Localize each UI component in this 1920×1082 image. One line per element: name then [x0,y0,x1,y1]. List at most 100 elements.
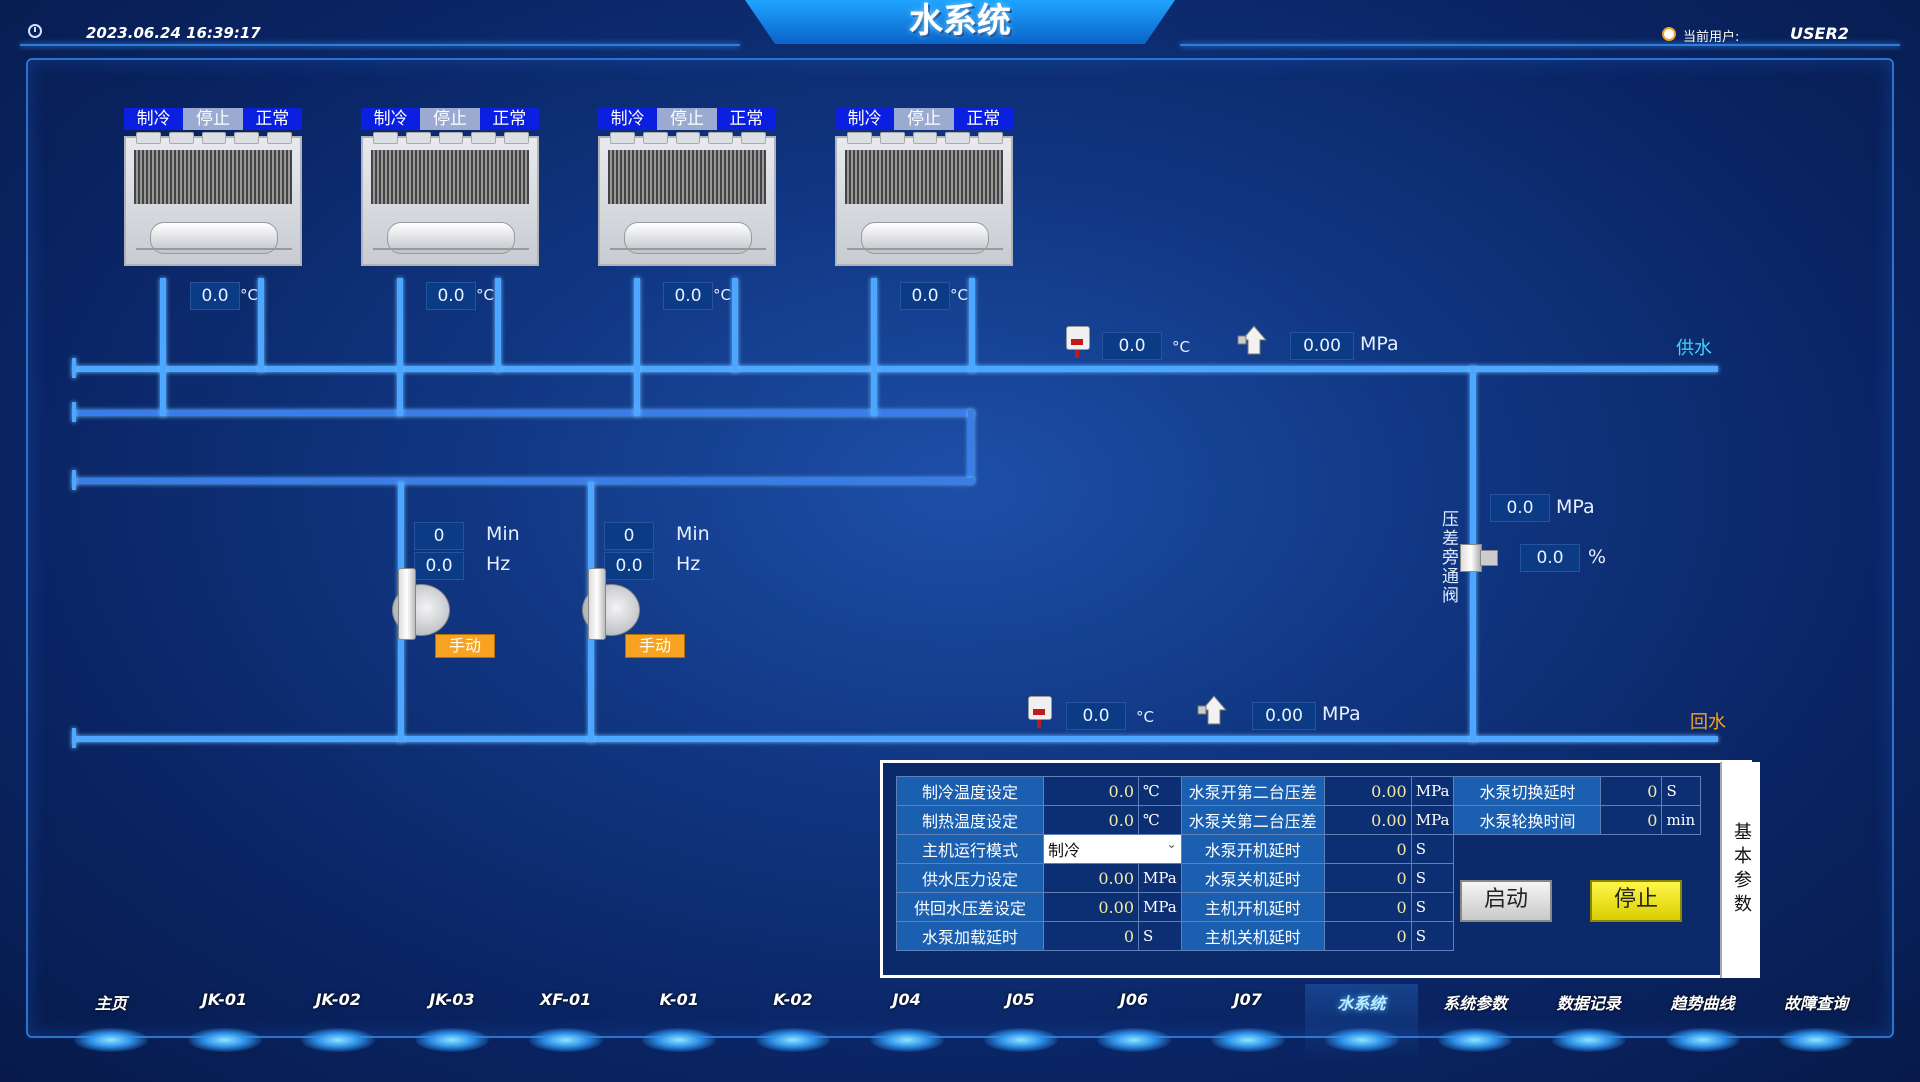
param-value[interactable]: 0 [1600,805,1663,835]
nav-pad-icon [756,1028,831,1052]
table-row: 制热温度设定 0.0 ℃ 水泵关第二台压差 0.00 MPa 水泵轮换时间 0 … [896,805,1702,835]
pump-run-time-unit: Min [676,523,710,545]
param-label: 供回水压差设定 [896,892,1044,922]
bypass-valve-icon[interactable] [1460,530,1500,586]
param-unit: MPa [1138,892,1182,922]
nav-pad-icon [301,1028,376,1052]
chiller-temp-unit: °C [950,286,968,304]
pipe-cap [72,402,76,422]
nav-item-j05[interactable]: J05 [964,984,1078,1062]
bypass-pressure-value: 0.0 [1490,494,1550,522]
param-value[interactable]: 0.00 [1323,776,1412,806]
nav-item-k02[interactable]: K-02 [736,984,850,1062]
current-user-label: 当前用户: [1683,30,1740,45]
param-value[interactable]: 0.0 [1043,805,1139,835]
nav-item-jk03[interactable]: JK-03 [395,984,509,1062]
run-mode-select[interactable]: 制冷⌄ [1043,834,1182,864]
param-value[interactable]: 0 [1323,863,1412,893]
water-pump-icon[interactable] [392,568,456,640]
param-label: 水泵开第二台压差 [1180,776,1325,806]
nav-label: J06 [1119,990,1149,1009]
nav-label: J07 [1233,990,1262,1009]
supply-pressure-value: 0.00 [1290,332,1354,360]
param-value[interactable]: 0 [1600,776,1663,806]
supply-pressure-unit: MPa [1360,333,1399,355]
param-label: 主机关机延时 [1180,921,1325,951]
stop-button[interactable]: 停止 [1590,880,1682,922]
tab-basic-params[interactable]: 基本参数 [1720,762,1760,978]
param-unit: MPa [1138,863,1182,893]
bypass-pressure-unit: MPa [1556,496,1595,518]
param-value[interactable]: 0.00 [1043,863,1139,893]
pump-manual-button[interactable]: 手动 [625,634,685,658]
nav-item-j06[interactable]: J06 [1077,984,1191,1062]
title-plate [745,0,1175,44]
param-value[interactable]: 0.00 [1323,805,1412,835]
param-unit: S [1138,921,1182,951]
param-value[interactable]: 0 [1323,834,1412,864]
param-value[interactable]: 0 [1323,921,1412,951]
nav-label: JK-01 [201,990,248,1009]
nav-label: XF-01 [539,990,592,1009]
nav-label: 水系统 [1337,994,1386,1013]
param-value[interactable]: 0 [1043,921,1139,951]
water-pump-icon[interactable] [582,568,646,640]
param-value[interactable]: 0 [1323,892,1412,922]
return-pipe [74,736,1718,742]
chiller-run-badge: 停止 [183,108,243,130]
pump-run-time-value: 0 [414,522,464,550]
pipe-cap [72,728,76,748]
param-unit: ℃ [1138,776,1182,806]
table-row: 供水压力设定 0.00 MPa 水泵关机延时 0 S [896,863,1701,893]
return-pressure-unit: MPa [1322,703,1361,725]
chiller-run-badge: 停止 [420,108,480,130]
nav-pad-icon [528,1028,603,1052]
nav-item-jk01[interactable]: JK-01 [168,984,282,1062]
param-unit: S [1410,921,1455,951]
chiller-1[interactable]: 制冷 停止 正常 [124,108,302,266]
supply-label: 供水 [1676,338,1712,359]
nav-item-water-system[interactable]: 水系统 [1304,984,1419,1062]
chiller-pipe [871,278,877,416]
start-button[interactable]: 启动 [1460,880,1552,922]
nav-item-system-params[interactable]: 系统参数 [1418,984,1532,1062]
chiller-pipe [634,278,640,416]
nav-item-j04[interactable]: J04 [850,984,964,1062]
nav-item-home[interactable]: 主页 [54,984,168,1062]
nav-item-trend-curve[interactable]: 趋势曲线 [1646,984,1760,1062]
nav-item-data-log[interactable]: 数据记录 [1532,984,1646,1062]
return-pressure-value: 0.00 [1252,702,1316,730]
chiller-2[interactable]: 制冷 停止 正常 [361,108,539,266]
main-frame [26,58,1894,1038]
manifold-pipe-turn [968,410,974,482]
param-label: 水泵开机延时 [1180,834,1325,864]
nav-item-xf01[interactable]: XF-01 [509,984,623,1062]
table-row: 制冷温度设定 0.0 ℃ 水泵开第二台压差 0.00 MPa 水泵切换延时 0 … [896,776,1702,806]
chiller-3[interactable]: 制冷 停止 正常 [598,108,776,266]
chiller-4[interactable]: 制冷 停止 正常 [835,108,1013,266]
param-value[interactable]: 0.0 [1043,776,1139,806]
nav-label: J04 [892,990,921,1009]
nav-item-j07[interactable]: J07 [1191,984,1305,1062]
chiller-status-bar: 制冷 停止 正常 [835,108,1013,130]
bypass-opening-unit: % [1588,546,1607,568]
manifold-pipe-upper [74,410,974,416]
nav-label: 趋势曲线 [1670,994,1735,1013]
chiller-mode-badge: 制冷 [361,108,421,130]
param-value[interactable]: 0.00 [1043,892,1139,922]
nav-item-fault-query[interactable]: 故障查询 [1759,984,1873,1062]
nav-label: JK-02 [315,990,361,1009]
nav-item-jk02[interactable]: JK-02 [281,984,395,1062]
pressure-gauge-icon [1237,325,1268,355]
supply-pipe [74,366,1718,372]
pipe-cap [72,470,76,490]
chiller-status-bar: 制冷 停止 正常 [598,108,776,130]
pump-manual-button[interactable]: 手动 [435,634,495,658]
nav-label: K-01 [659,990,699,1009]
chiller-state-badge: 正常 [479,108,539,130]
nav-pad-icon [983,1028,1058,1052]
user-icon [1662,27,1676,41]
nav-item-k01[interactable]: K-01 [622,984,736,1062]
chiller-status-bar: 制冷 停止 正常 [361,108,539,130]
table-row: 主机运行模式 制冷⌄ 水泵开机延时 0 S [896,834,1701,864]
